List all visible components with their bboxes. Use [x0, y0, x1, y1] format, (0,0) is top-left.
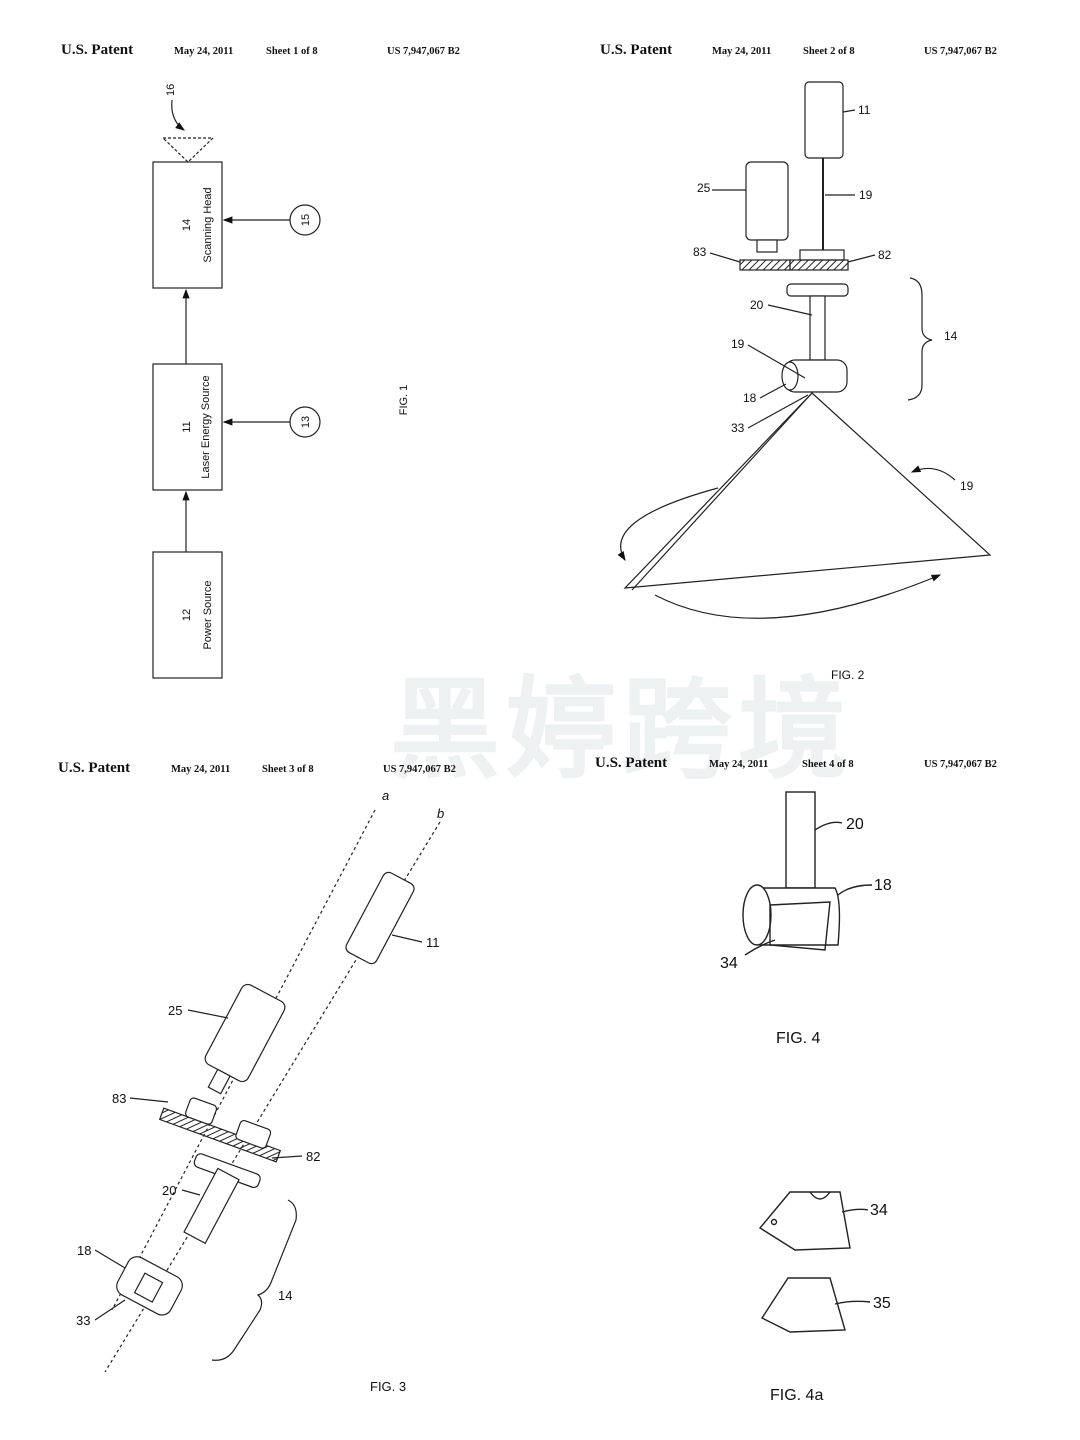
block-scanning-head	[152, 161, 223, 289]
circle-label: 13	[300, 416, 312, 428]
ref-33: 33	[76, 1313, 90, 1328]
fig1-caption: FIG. 1	[398, 385, 410, 416]
prism-34	[769, 901, 831, 951]
axis-b-label: b	[437, 806, 444, 821]
ref-18: 18	[874, 877, 892, 894]
ref-25: 25	[697, 181, 711, 195]
block-num: 14	[181, 219, 193, 231]
shaft-20	[785, 791, 816, 889]
leaders	[744, 821, 873, 956]
header-sheet: Sheet 4 of 8	[802, 759, 854, 770]
leaders	[709, 109, 956, 481]
ref-16: 16	[165, 84, 177, 96]
ref-11: 11	[426, 935, 440, 950]
ref-82: 82	[306, 1149, 320, 1164]
ref-34: 34	[720, 955, 738, 972]
prism-34-hole	[770, 1218, 778, 1226]
head-18-end	[742, 884, 772, 946]
block-label: Scanning Head	[202, 187, 214, 262]
block-power-source	[152, 551, 223, 679]
header-date: May 24, 2011	[709, 759, 769, 770]
fig2-caption: FIG. 2	[831, 668, 865, 682]
block-label: Power Source	[202, 580, 214, 649]
ref-83: 83	[112, 1091, 126, 1106]
block-num: 12	[181, 609, 193, 621]
cone-edge	[631, 392, 813, 591]
ref-20: 20	[750, 298, 764, 312]
ref-20: 20	[846, 816, 864, 833]
header-date: May 24, 2011	[171, 764, 231, 775]
scan-cone	[623, 392, 992, 589]
ref-33: 33	[731, 421, 745, 435]
circle-15	[289, 204, 321, 236]
fig4a-caption: FIG. 4a	[770, 1387, 823, 1404]
header-number: US 7,947,067 B2	[924, 759, 997, 770]
block-label: Laser Energy Source	[200, 375, 212, 478]
laser-cylinder	[804, 81, 844, 159]
ref-25: 25	[168, 1003, 182, 1018]
motor-shaft	[756, 239, 778, 253]
header-sheet: Sheet 3 of 8	[262, 764, 314, 775]
gear-83	[739, 259, 791, 271]
prism-34-notch	[809, 1191, 831, 1200]
shaft-20	[809, 295, 826, 361]
rotation-arrow-left	[617, 487, 719, 562]
ref-11: 11	[858, 103, 871, 117]
brace-14	[211, 1199, 297, 1361]
disc	[786, 283, 849, 297]
axis-a-label: a	[382, 788, 389, 803]
ref-16-leader	[171, 99, 185, 131]
circle-label: 15	[300, 214, 312, 226]
header-title: U.S. Patent	[58, 760, 131, 776]
header-number: US 7,947,067 B2	[924, 46, 997, 57]
block-num: 11	[181, 421, 193, 432]
circle-13	[289, 406, 321, 438]
fig4	[742, 791, 873, 1333]
header-sheet: Sheet 1 of 8	[266, 46, 318, 57]
motor-cylinder	[204, 983, 286, 1095]
header-sheet: Sheet 2 of 8	[803, 46, 855, 57]
ref-19: 19	[731, 337, 745, 351]
prism-34-4a	[758, 1191, 851, 1251]
ref-34: 34	[870, 1202, 888, 1219]
ref-82: 82	[878, 248, 892, 262]
laser-cylinder	[345, 871, 415, 965]
leaders	[94, 934, 423, 1321]
prism-35-4a	[760, 1277, 846, 1333]
header-number: US 7,947,067 B2	[383, 764, 456, 775]
gear-assembly	[158, 1097, 282, 1189]
ref-83: 83	[693, 245, 707, 259]
header-title: U.S. Patent	[600, 42, 673, 58]
gear-82	[789, 259, 849, 271]
ref-35: 35	[873, 1295, 891, 1312]
leaders	[834, 1208, 871, 1305]
block-laser-source	[152, 363, 223, 491]
ref-18: 18	[743, 391, 757, 405]
header-number: US 7,947,067 B2	[387, 46, 460, 57]
ref-18: 18	[77, 1243, 91, 1258]
rotation-arrow-bottom	[654, 574, 942, 619]
fig3	[94, 809, 441, 1373]
ref-14: 14	[278, 1288, 292, 1303]
brace-14	[907, 277, 933, 401]
fig1	[152, 99, 321, 679]
head-18	[116, 1256, 183, 1316]
head-18-end	[781, 361, 799, 391]
ref-14: 14	[944, 329, 958, 343]
fig3-caption: FIG. 3	[370, 1379, 406, 1394]
watermark: 黑婷跨境	[390, 666, 854, 794]
ref-19: 19	[859, 188, 873, 202]
fig2	[617, 81, 992, 619]
scan-pattern-outline	[161, 137, 215, 163]
header-title: U.S. Patent	[595, 755, 668, 771]
header-title: U.S. Patent	[61, 42, 134, 58]
motor-cylinder	[745, 161, 789, 241]
header-date: May 24, 2011	[174, 46, 234, 57]
header-date: May 24, 2011	[712, 46, 772, 57]
collar-82	[799, 249, 845, 261]
shaft-20	[183, 1167, 240, 1245]
ref-20: 20	[162, 1183, 176, 1198]
ref-19: 19	[960, 479, 974, 493]
fig4-caption: FIG. 4	[776, 1030, 821, 1047]
